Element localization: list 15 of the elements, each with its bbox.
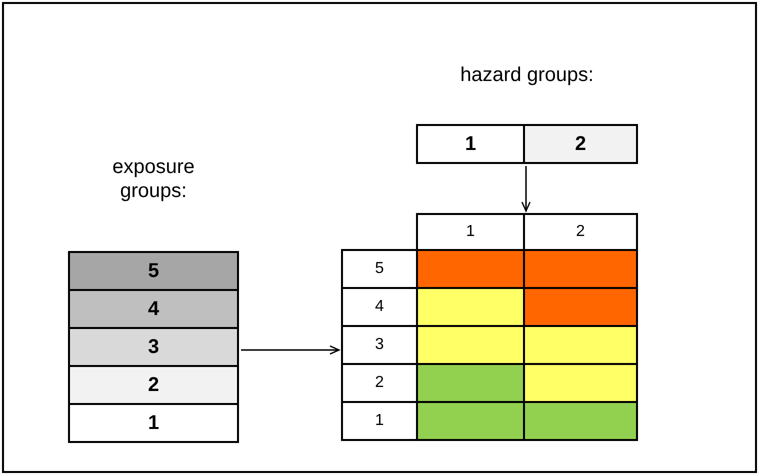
column-header: 2 <box>523 213 638 251</box>
group-heading: exposure groups: <box>111 155 196 203</box>
group-box: 2 <box>68 365 239 405</box>
group-box: 4 <box>68 289 239 329</box>
group-box: 1 <box>416 124 525 164</box>
group-box: 2 <box>523 124 638 164</box>
group-box: 1 <box>68 403 239 443</box>
arrow <box>241 345 340 355</box>
row-header: 1 <box>341 401 418 441</box>
arrow <box>521 166 531 212</box>
group-heading: hazard groups: <box>460 63 594 87</box>
group-box: 3 <box>68 327 239 367</box>
row-header: 5 <box>341 249 418 289</box>
column-header: 1 <box>416 213 525 251</box>
group-box: 5 <box>68 251 239 291</box>
